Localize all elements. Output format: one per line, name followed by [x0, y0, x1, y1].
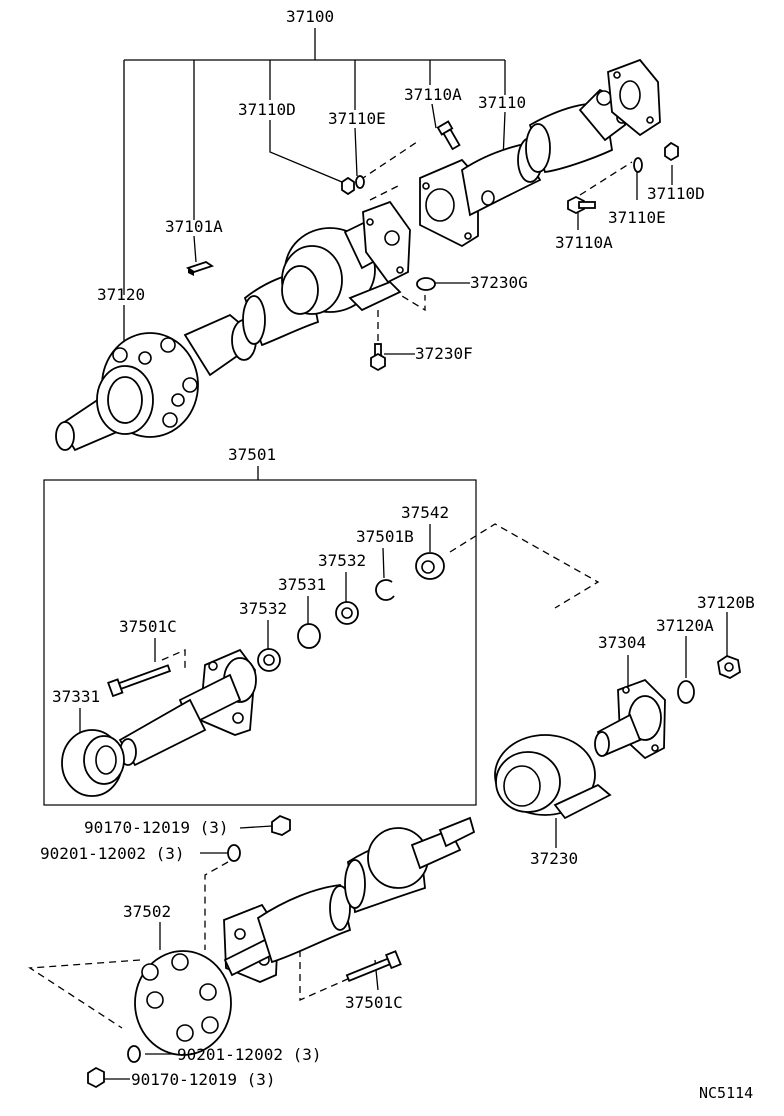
callout-37304[interactable]: 37304 — [598, 633, 647, 652]
bracket-37100 — [123, 28, 506, 295]
propeller-shaft-37120 — [55, 200, 411, 452]
callout-37110[interactable]: 37110 — [478, 93, 527, 112]
callout-37531[interactable]: 37531 — [278, 575, 327, 594]
callout-37501c-bottom[interactable]: 37501C — [345, 993, 403, 1012]
callout-37110a-top[interactable]: 37110A — [404, 85, 462, 104]
diagram-code: NC5114 — [699, 1084, 754, 1102]
callout-37120[interactable]: 37120 — [97, 285, 146, 304]
universal-joint-37110 — [419, 58, 661, 248]
callout-37110e-right[interactable]: 37110E — [608, 208, 666, 227]
callout-37501[interactable]: 37501 — [228, 445, 277, 464]
dashed-lines-bottom — [28, 861, 351, 1029]
callout-37230f[interactable]: 37230F — [415, 344, 473, 363]
callout-90201-top[interactable]: 90201-12002 (3) — [40, 844, 185, 863]
callout-37100[interactable]: 37100 — [286, 7, 335, 26]
callout-37120a[interactable]: 37120A — [656, 616, 714, 635]
kit-box-37501 — [43, 466, 477, 806]
leader-lines-top — [123, 103, 673, 355]
callout-90170-bottom[interactable]: 90170-12019 (3) — [131, 1070, 276, 1089]
callout-37501c-kit[interactable]: 37501C — [119, 617, 177, 636]
hardware-top — [185, 120, 679, 372]
kit-parts — [61, 552, 445, 797]
callout-37230[interactable]: 37230 — [530, 849, 579, 868]
callout-37120b[interactable]: 37120B — [697, 593, 755, 612]
right-parts — [494, 654, 741, 820]
callout-37230g[interactable]: 37230G — [470, 273, 528, 292]
callout-37542[interactable]: 37542 — [401, 503, 450, 522]
callout-90201-bottom[interactable]: 90201-12002 (3) — [177, 1045, 322, 1064]
dashed-lines-kit — [161, 523, 600, 672]
dashed-lines-top — [359, 139, 633, 350]
callout-37110e-top[interactable]: 37110E — [328, 109, 386, 128]
callout-37502[interactable]: 37502 — [123, 902, 172, 921]
callout-37501b[interactable]: 37501B — [356, 527, 414, 546]
callout-37532-b[interactable]: 37532 — [239, 599, 288, 618]
callout-37532-a[interactable]: 37532 — [318, 551, 367, 570]
bottom-parts — [87, 814, 476, 1089]
callout-37110d-right[interactable]: 37110D — [647, 184, 705, 203]
callout-37110a-right[interactable]: 37110A — [555, 233, 613, 252]
leader-lines-kit — [79, 524, 431, 736]
leader-lines-right — [555, 612, 728, 848]
callout-90170-top[interactable]: 90170-12019 (3) — [84, 818, 229, 837]
callout-37331[interactable]: 37331 — [52, 687, 101, 706]
callout-37101a[interactable]: 37101A — [165, 217, 223, 236]
callout-37110d-top[interactable]: 37110D — [238, 100, 296, 119]
